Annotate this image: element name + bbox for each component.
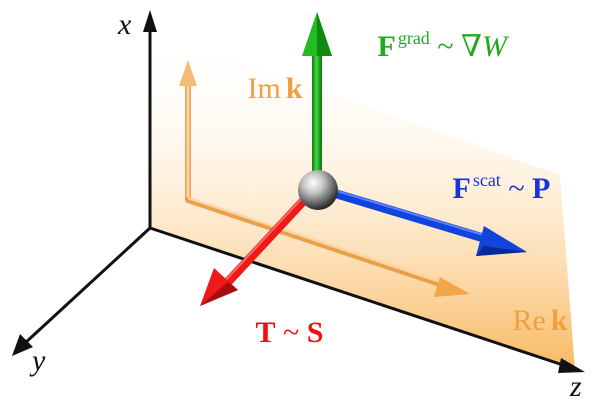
x-axis-label: x	[117, 8, 132, 41]
torque-arrow	[200, 191, 313, 306]
f-grad-relation: ~	[430, 30, 461, 63]
re-k-arrow	[185, 197, 470, 297]
f-scat-superscript: scat	[473, 170, 501, 190]
torque-rhs: S	[307, 316, 324, 349]
f-grad-arrow	[302, 12, 332, 180]
f-scat-arrow	[325, 187, 527, 256]
torque-label: T ~ S	[218, 316, 346, 349]
im-k-prefix: Im	[248, 72, 281, 105]
re-k-vector: k	[551, 304, 568, 337]
y-axis-line	[22, 226, 152, 346]
axes	[12, 10, 585, 373]
f-scat-vector: F	[453, 172, 471, 205]
f-grad-superscript: grad	[398, 28, 430, 48]
y-axis-label: y	[29, 344, 46, 377]
f-grad-rhs: ∇W	[461, 30, 510, 63]
y-axis-arrowhead	[12, 334, 33, 356]
torque-relation: ~	[276, 316, 307, 349]
f-grad-vector: F	[378, 30, 396, 63]
im-k-vector: k	[286, 72, 303, 105]
z-axis-arrowhead	[558, 358, 585, 373]
z-axis-label: z	[569, 370, 582, 401]
f-scat-rhs: P	[532, 172, 550, 205]
im-k-arrow	[179, 60, 197, 200]
particle-sphere	[298, 170, 338, 210]
f-scat-relation: ~	[501, 172, 532, 205]
x-axis-arrowhead	[143, 10, 157, 32]
z-axis-line	[149, 226, 567, 368]
re-k-prefix: Re	[513, 304, 546, 337]
torque-vector: T	[256, 316, 276, 349]
